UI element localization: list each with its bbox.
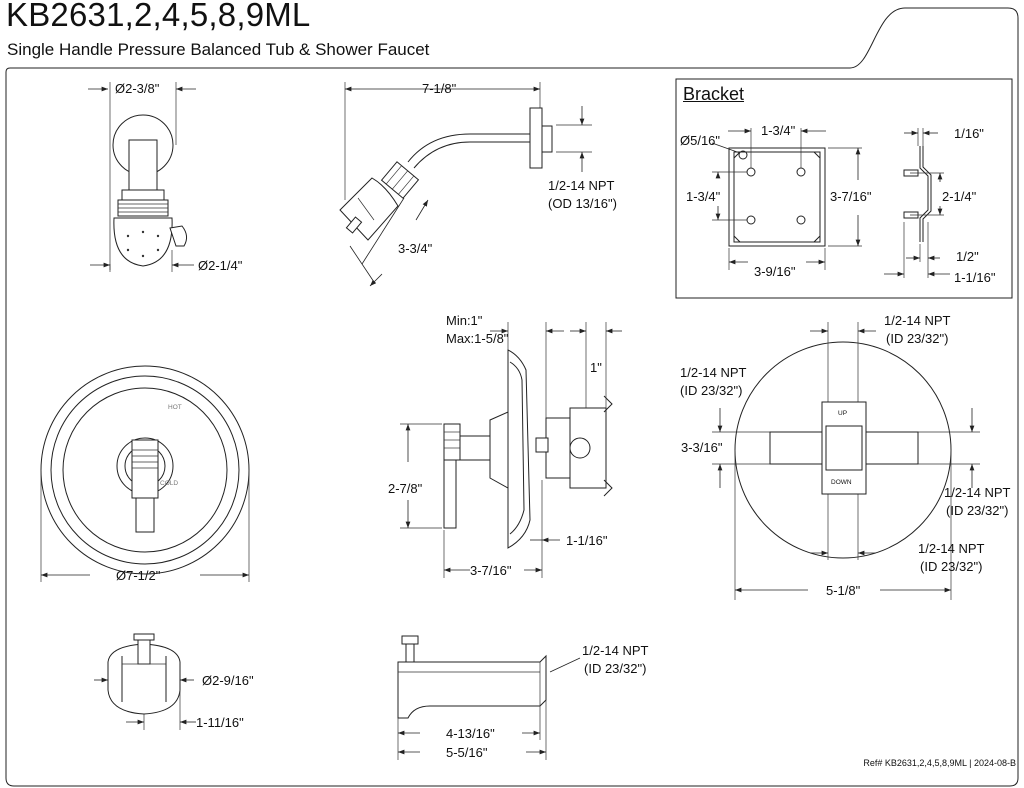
model-title: KB2631,2,4,5,8,9ML xyxy=(6,0,311,33)
valve-max-depth: Max:1-5/8" xyxy=(446,331,509,346)
showerhead-front-view xyxy=(88,82,196,272)
valve-body-dim: 1-1/16" xyxy=(566,533,608,548)
rear-top-thread: 1/2-14 NPT xyxy=(884,313,951,328)
bracket-side-bottom: 1-1/16" xyxy=(954,270,996,285)
arm-thread: 1/2-14 NPT xyxy=(548,178,615,193)
spout-front-view xyxy=(94,633,196,730)
spout-length: 5-5/16" xyxy=(446,745,488,760)
bracket-side-top: 1/16" xyxy=(954,126,984,141)
valve-projection: 3-7/16" xyxy=(470,563,512,578)
cold-label: COLD xyxy=(160,480,179,487)
spout-thread: 1/2-14 NPT xyxy=(582,643,649,658)
hot-label: HOT xyxy=(168,404,182,411)
rear-right-thread: 1/2-14 NPT xyxy=(944,485,1011,500)
rear-top-id: (ID 23/32") xyxy=(886,331,949,346)
arm-drop-dim: 3-3/4" xyxy=(398,241,433,256)
valve-depth: 1" xyxy=(590,360,602,375)
up-label: UP xyxy=(838,410,848,417)
valve-min-depth: Min:1" xyxy=(446,313,483,328)
spout-thread-id: (ID 23/32") xyxy=(584,661,647,676)
spout-side-view xyxy=(397,635,581,760)
rear-bottom-thread: 1/2-14 NPT xyxy=(918,541,985,556)
rear-bottom-id: (ID 23/32") xyxy=(920,559,983,574)
bracket-width: 3-9/16" xyxy=(754,264,796,279)
valve-rear-view xyxy=(712,322,980,600)
rear-left-id: (ID 23/32") xyxy=(680,383,743,398)
spout-reach: 4-13/16" xyxy=(446,726,495,741)
rear-left-thread: 1/2-14 NPT xyxy=(680,365,747,380)
product-subtitle: Single Handle Pressure Balanced Tub & Sh… xyxy=(7,40,430,59)
spout-front-depth: 1-11/16" xyxy=(196,715,244,730)
bracket-hole-spacing-v: 1-3/4" xyxy=(686,189,721,204)
bracket-hole-dim: Ø5/16" xyxy=(680,133,721,148)
showerhead-top-dim: Ø2-3/8" xyxy=(115,81,160,96)
down-label: DOWN xyxy=(831,479,852,486)
arm-length-dim: 7-1/8" xyxy=(422,81,457,96)
shower-arm-view xyxy=(339,82,592,287)
bracket-height: 3-7/16" xyxy=(830,189,872,204)
bracket-hole-spacing-h: 1-3/4" xyxy=(761,123,796,138)
bracket-side-mid: 2-1/4" xyxy=(942,189,977,204)
valve-side-view xyxy=(400,322,622,578)
arm-thread-od: (OD 13/16") xyxy=(548,196,617,211)
bracket-title: Bracket xyxy=(683,84,745,104)
rear-right-id: (ID 23/32") xyxy=(946,503,1009,518)
reference-footer: Ref# KB2631,2,4,5,8,9ML | 2024-08-B xyxy=(863,758,1016,768)
plate-diameter: Ø7-1/2" xyxy=(116,568,161,583)
bracket-side-low: 1/2" xyxy=(956,249,979,264)
rear-height: 3-3/16" xyxy=(681,440,723,455)
rear-width: 5-1/8" xyxy=(826,583,861,598)
showerhead-bottom-dim: Ø2-1/4" xyxy=(198,258,243,273)
valve-handle-height: 2-7/8" xyxy=(388,481,423,496)
spout-front-diameter: Ø2-9/16" xyxy=(202,673,254,688)
valve-trim-front-view xyxy=(40,365,250,582)
bracket-box xyxy=(675,78,1013,299)
sheet-border xyxy=(5,7,1019,787)
